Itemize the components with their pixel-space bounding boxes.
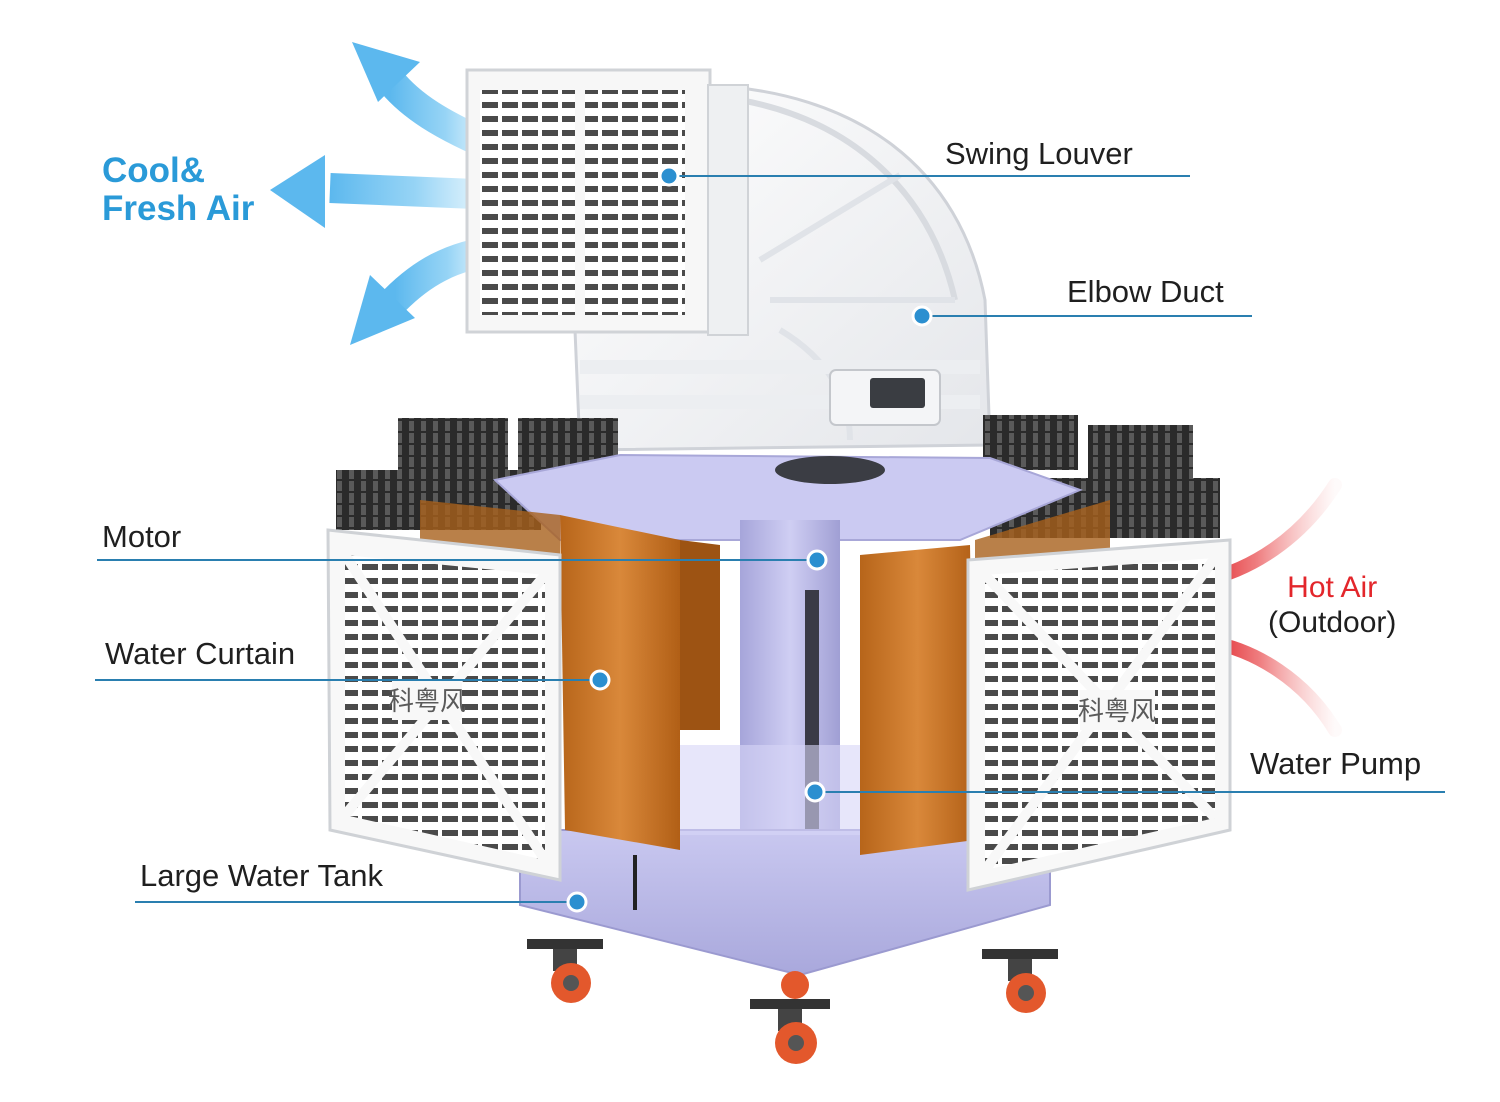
label-elbow-duct: Elbow Duct <box>1067 274 1224 309</box>
hot-air-line2: (Outdoor) <box>1268 606 1397 640</box>
label-water-pump: Water Pump <box>1250 746 1422 781</box>
callout-dot-icon <box>566 165 933 913</box>
hot-air-line1: Hot Air <box>1287 571 1378 604</box>
water-tank <box>519 745 1051 977</box>
cool-air-line2: Fresh Air <box>102 188 255 228</box>
label-large-water-tank: Large Water Tank <box>140 858 383 893</box>
label-swing-louver: Swing Louver <box>945 136 1133 171</box>
label-water-curtain: Water Curtain <box>105 636 296 671</box>
label-motor: Motor <box>102 519 182 554</box>
right-grille-panel: 科粤风 <box>966 538 1232 892</box>
cool-air-line1: Cool& <box>102 151 206 190</box>
brand-mark-left: 科粤风 <box>388 687 466 717</box>
brand-mark-right: 科粤风 <box>1078 697 1156 727</box>
swing-louver <box>465 68 749 336</box>
left-grille-panel: 科粤风 <box>326 528 562 882</box>
cool-fresh-air-label: Cool& Fresh Air <box>102 152 254 228</box>
hot-air-label: Hot Air (Outdoor) <box>1268 570 1396 641</box>
caster-wheel-icon <box>527 939 1058 1064</box>
leader-lines <box>95 175 1445 903</box>
